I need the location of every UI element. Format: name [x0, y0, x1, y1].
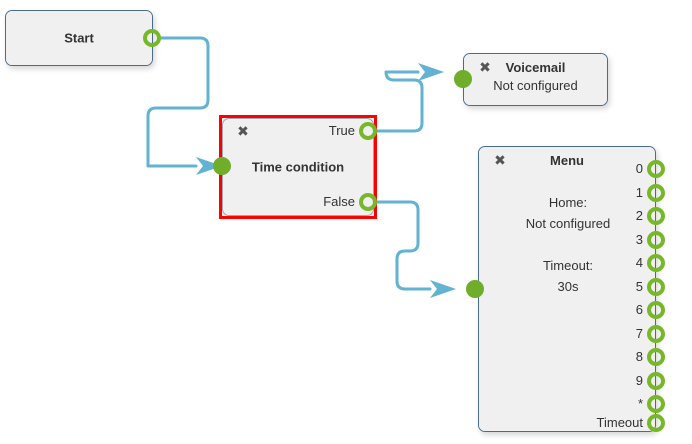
node-start-title: Start [64, 30, 94, 46]
menu-port-timeout-label: Timeout [596, 415, 643, 430]
menu-port-9[interactable] [647, 372, 665, 390]
node-voicemail-body [464, 54, 607, 105]
menu-port-0-label: 0 [635, 161, 643, 176]
menu-port-3[interactable] [647, 231, 665, 249]
edge-time-true-to-voicemail[interactable] [375, 70, 424, 133]
menu-port-*-label: * [637, 396, 643, 411]
node-voicemail[interactable]: ✖ Voicemail Not configured [463, 53, 608, 106]
menu-port-9-label: 9 [635, 373, 643, 388]
node-voicemail-title: Voicemail [505, 60, 566, 75]
node-menu-title: Menu [550, 153, 584, 168]
menu-port-7-label: 7 [635, 326, 643, 341]
menu-port-4-label: 4 [635, 255, 643, 270]
menu-port-1-label: 1 [635, 185, 643, 200]
close-icon[interactable]: ✖ [479, 60, 491, 76]
edge-arrow-time-true-to-voicemail [418, 63, 444, 81]
menu-home-label: Home: [548, 195, 588, 210]
menu-port-7[interactable] [647, 325, 665, 343]
menu-port-8[interactable] [647, 348, 665, 366]
menu-port-2[interactable] [647, 207, 665, 225]
port-menu-in[interactable] [466, 280, 484, 298]
node-time-condition-title: Time condition [251, 159, 345, 175]
menu-home-value: Not configured [525, 216, 611, 231]
port-voicemail-in[interactable] [454, 70, 472, 88]
menu-port-0[interactable] [647, 160, 665, 178]
menu-port-*[interactable] [647, 395, 665, 413]
menu-port-5[interactable] [647, 278, 665, 296]
node-start-body [6, 11, 152, 65]
port-time-false-label: False [323, 194, 355, 209]
node-start[interactable]: Start [5, 10, 153, 66]
edge-arrow-time-false-to-menu [430, 280, 456, 298]
port-time-in[interactable] [213, 157, 231, 175]
node-menu[interactable]: ✖ Menu Home: Not configured Timeout: 30s [478, 146, 656, 432]
edge-start-to-time[interactable] [146, 36, 210, 168]
node-voicemail-subtitle: Not configured [493, 78, 578, 93]
node-menu-body [479, 147, 655, 431]
edge-time-false-to-menu[interactable] [375, 200, 432, 291]
menu-port-1[interactable] [647, 184, 665, 202]
port-start-out[interactable] [143, 29, 161, 47]
menu-port-5-label: 5 [635, 279, 643, 294]
port-time-false[interactable] [359, 193, 377, 211]
menu-timeout-label: Timeout: [542, 258, 594, 273]
port-time-true[interactable] [359, 122, 377, 140]
close-icon[interactable]: ✖ [237, 124, 249, 140]
menu-timeout-value: 30s [557, 279, 579, 294]
menu-port-2-label: 2 [635, 208, 643, 223]
menu-port-timeout[interactable] [647, 414, 665, 432]
node-time-condition[interactable]: ✖ Time condition [219, 115, 377, 219]
menu-port-6-label: 6 [635, 302, 643, 317]
menu-port-3-label: 3 [635, 232, 643, 247]
close-icon[interactable]: ✖ [494, 153, 506, 169]
menu-port-8-label: 8 [635, 349, 643, 364]
port-time-true-label: True [328, 123, 355, 138]
menu-port-6[interactable] [647, 301, 665, 319]
menu-port-4[interactable] [647, 254, 665, 272]
